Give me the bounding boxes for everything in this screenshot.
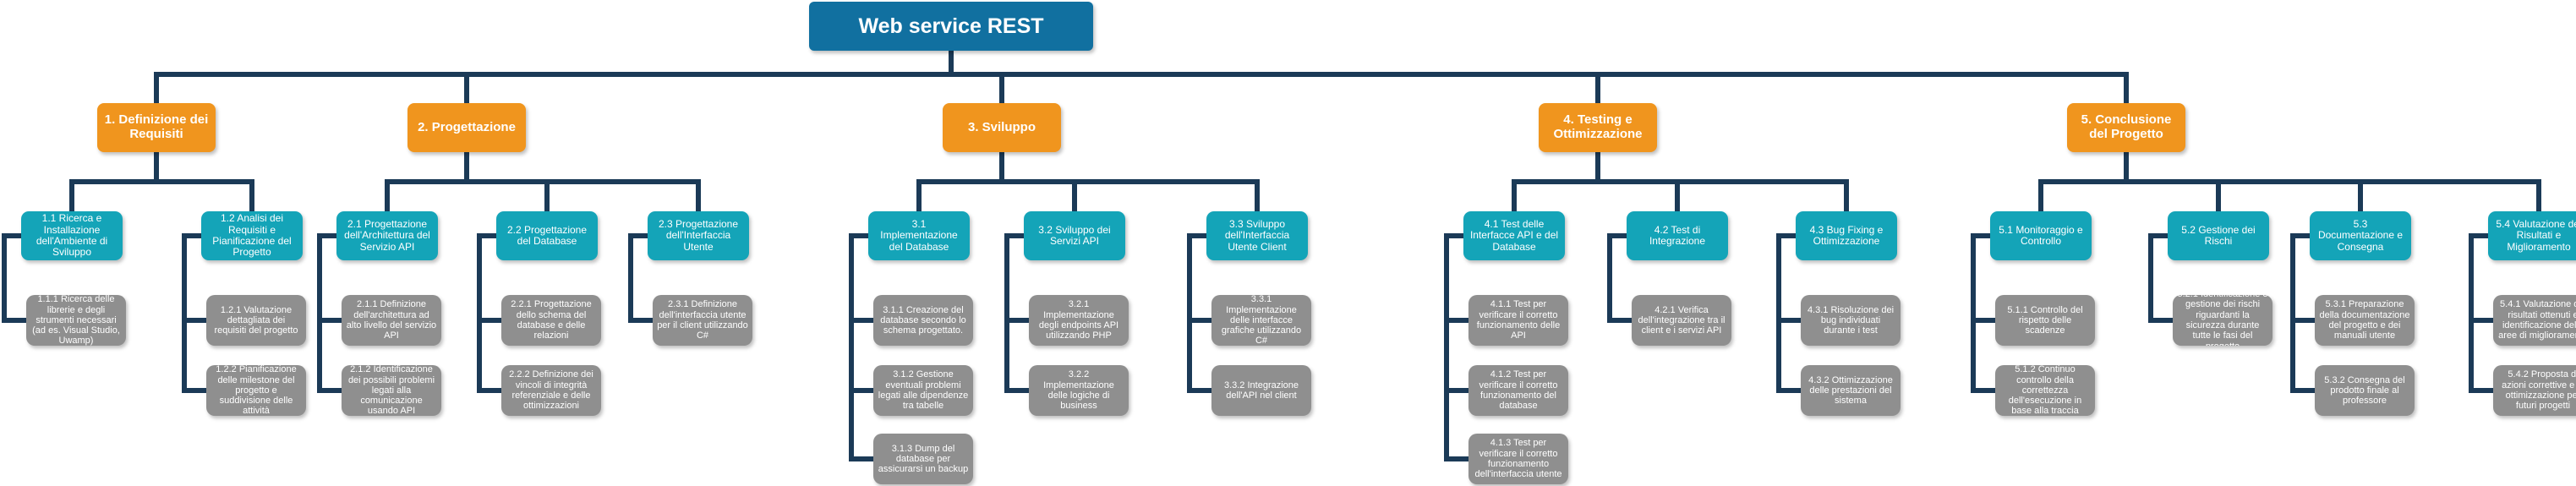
task-node-4-1-2[interactable]: 4.1.2 Test per verificare il corretto fu… <box>1468 365 1568 416</box>
task-node-5-4-2[interactable]: 5.4.2 Proposta di azioni correttive e di… <box>2493 365 2576 416</box>
task-node-5-3-2[interactable]: 5.3.2 Consegna del prodotto finale al pr… <box>2315 365 2415 416</box>
phase-node-2[interactable]: 2. Progettazione <box>407 103 526 152</box>
task-node-3-1-1[interactable]: 3.1.1 Creazione del database secondo lo … <box>873 295 973 346</box>
phase-node-5[interactable]: 5. Conclusione del Progetto <box>2067 103 2185 152</box>
task-node-3-3-1[interactable]: 3.3.1 Implementazione delle interfacce g… <box>1211 295 1311 346</box>
task-node-5-2-1[interactable]: 5.2.1 Identificazione e gestione dei ris… <box>2173 295 2272 346</box>
package-node-4-3[interactable]: 4.3 Bug Fixing e Ottimizzazione <box>1796 211 1897 260</box>
task-node-3-1-2[interactable]: 3.1.2 Gestione eventuali problemi legati… <box>873 365 973 416</box>
task-node-5-1-1[interactable]: 5.1.1 Controllo del rispetto delle scade… <box>1995 295 2095 346</box>
task-node-1-2-2[interactable]: 1.2.2 Pianificazione delle milestone del… <box>206 365 306 416</box>
task-node-4-1-1[interactable]: 4.1.1 Test per verificare il corretto fu… <box>1468 295 1568 346</box>
package-node-1-2[interactable]: 1.2 Analisi dei Requisiti e Pianificazio… <box>201 211 303 260</box>
package-node-4-1[interactable]: 4.1 Test delle Interfacce API e del Data… <box>1463 211 1565 260</box>
task-node-2-3-1[interactable]: 2.3.1 Definizione dell'interfaccia utent… <box>653 295 752 346</box>
task-node-1-2-1[interactable]: 1.2.1 Valutazione dettagliata dei requis… <box>206 295 306 346</box>
task-node-3-2-2[interactable]: 3.2.2 Implementazione delle logiche di b… <box>1029 365 1129 416</box>
root-node[interactable]: Web service REST <box>809 2 1093 51</box>
package-node-1-1[interactable]: 1.1 Ricerca e Installazione dell'Ambient… <box>21 211 123 260</box>
package-node-3-3[interactable]: 3.3 Sviluppo dell'Interfaccia Utente Cli… <box>1206 211 1308 260</box>
package-node-5-3[interactable]: 5.3 Documentazione e Consegna <box>2310 211 2411 260</box>
task-node-4-2-1[interactable]: 4.2.1 Verifica dell'integrazione tra il … <box>1632 295 1731 346</box>
package-node-5-1[interactable]: 5.1 Monitoraggio e Controllo <box>1990 211 2092 260</box>
task-node-2-1-1[interactable]: 2.1.1 Definizione dell'architettura ad a… <box>342 295 441 346</box>
phase-node-1[interactable]: 1. Definizione dei Requisiti <box>97 103 216 152</box>
task-node-5-4-1[interactable]: 5.4.1 Valutazione dei risultati ottenuti… <box>2493 295 2576 346</box>
phase-node-4[interactable]: 4. Testing e Ottimizzazione <box>1539 103 1657 152</box>
task-node-3-1-3[interactable]: 3.1.3 Dump del database per assicurarsi … <box>873 434 973 484</box>
task-node-2-2-2[interactable]: 2.2.2 Definizione dei vincoli di integri… <box>501 365 601 416</box>
package-node-3-1[interactable]: 3.1 Implementazione del Database <box>868 211 970 260</box>
package-node-5-2[interactable]: 5.2 Gestione dei Rischi <box>2168 211 2269 260</box>
task-node-3-3-2[interactable]: 3.3.2 Integrazione dell'API nel client <box>1211 365 1311 416</box>
task-node-5-3-1[interactable]: 5.3.1 Preparazione della documentazione … <box>2315 295 2415 346</box>
package-node-4-2[interactable]: 4.2 Test di Integrazione <box>1627 211 1728 260</box>
package-node-2-1[interactable]: 2.1 Progettazione dell'Architettura del … <box>336 211 438 260</box>
package-node-5-4[interactable]: 5.4 Valutazione dei Risultati e Migliora… <box>2488 211 2576 260</box>
package-node-2-3[interactable]: 2.3 Progettazione dell'Interfaccia Utent… <box>648 211 749 260</box>
task-node-4-3-2[interactable]: 4.3.2 Ottimizzazione delle prestazioni d… <box>1801 365 1901 416</box>
task-node-5-1-2[interactable]: 5.1.2 Continuo controllo della correttez… <box>1995 365 2095 416</box>
task-node-2-1-2[interactable]: 2.1.2 Identificazione dei possibili prob… <box>342 365 441 416</box>
task-node-1-1-1[interactable]: 1.1.1 Ricerca delle librerie e degli str… <box>26 295 126 346</box>
phase-node-3[interactable]: 3. Sviluppo <box>943 103 1061 152</box>
task-node-4-1-3[interactable]: 4.1.3 Test per verificare il corretto fu… <box>1468 434 1568 484</box>
task-node-4-3-1[interactable]: 4.3.1 Risoluzione dei bug individuati du… <box>1801 295 1901 346</box>
task-node-2-2-1[interactable]: 2.2.1 Progettazione dello schema del dat… <box>501 295 601 346</box>
task-node-3-2-1[interactable]: 3.2.1 Implementazione degli endpoints AP… <box>1029 295 1129 346</box>
package-node-3-2[interactable]: 3.2 Sviluppo dei Servizi API <box>1024 211 1125 260</box>
package-node-2-2[interactable]: 2.2 Progettazione del Database <box>496 211 598 260</box>
